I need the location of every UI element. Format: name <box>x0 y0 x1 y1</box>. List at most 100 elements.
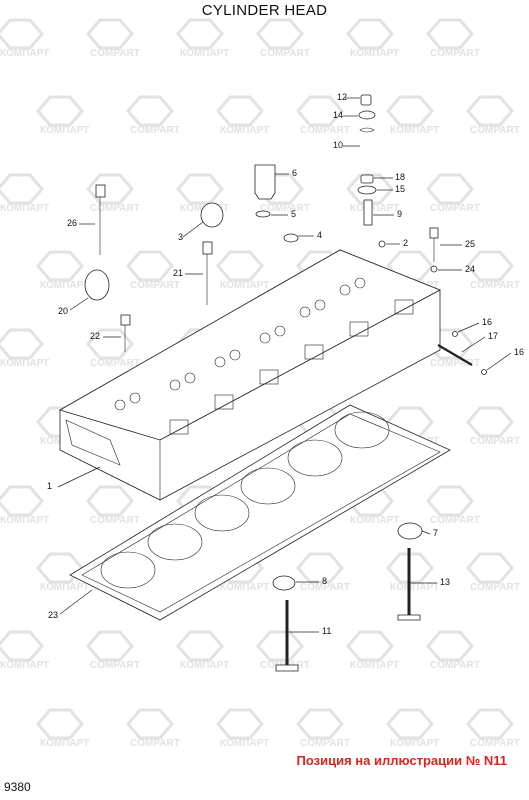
callout-leader-3 <box>182 221 204 238</box>
watermark-hexagon <box>86 485 134 517</box>
watermark-hexagon <box>216 95 264 127</box>
callout-leader-17 <box>461 336 486 353</box>
watermark-hexagon <box>346 173 394 205</box>
watermark-text: COMPART <box>430 203 480 214</box>
callout-leader-23 <box>59 589 93 615</box>
watermark-hexagon <box>426 485 474 517</box>
watermark-text: КОМПАРТ <box>390 125 439 136</box>
watermark-hexagon <box>386 708 434 740</box>
callout-label-3: 3 <box>178 232 183 242</box>
watermark-hexagon <box>0 328 44 360</box>
watermark-hexagon <box>176 18 224 50</box>
watermark-hexagon <box>0 630 44 662</box>
watermark-text: КОМПАРТ <box>220 738 269 749</box>
callout-leader-16a <box>457 322 480 333</box>
watermark-text: COMPART <box>470 125 520 136</box>
callout-leader-1 <box>57 466 101 488</box>
watermark-text: КОМПАРТ <box>220 582 269 593</box>
watermark-text: COMPART <box>90 358 140 369</box>
callout-label-6: 6 <box>292 168 297 178</box>
watermark-text: COMPART <box>470 582 520 593</box>
watermark-text: COMPART <box>430 48 480 59</box>
watermark-hexagon <box>126 708 174 740</box>
watermark-text: КОМПАРТ <box>350 203 399 214</box>
watermark-text: КОМПАРТ <box>390 582 439 593</box>
callout-label-2: 2 <box>403 238 408 248</box>
callout-label-20: 20 <box>58 306 68 316</box>
callout-leader-16b <box>486 352 512 371</box>
watermark-text: КОМПАРТ <box>220 125 269 136</box>
watermark-text: COMPART <box>260 48 310 59</box>
watermark-text: COMPART <box>300 582 350 593</box>
watermark-text: COMPART <box>90 48 140 59</box>
watermark-text: COMPART <box>300 125 350 136</box>
watermark-text: КОМПАРТ <box>0 203 49 214</box>
watermark-hexagon <box>466 95 514 127</box>
callout-label-10: 10 <box>333 140 343 150</box>
watermark-text: КОМПАРТ <box>350 48 399 59</box>
watermark-hexagon <box>126 95 174 127</box>
callout-label-17: 17 <box>488 331 498 341</box>
watermark-text: КОМПАРТ <box>0 358 49 369</box>
callout-label-4: 4 <box>317 230 322 240</box>
watermark-hexagon <box>256 18 304 50</box>
callout-label-16b: 16 <box>514 347 524 357</box>
watermark-text: COMPART <box>470 436 520 447</box>
callout-leader-7 <box>421 530 431 535</box>
watermark-text: КОМПАРТ <box>0 48 49 59</box>
watermark-hexagon <box>36 95 84 127</box>
watermark-hexagon <box>426 630 474 662</box>
illustration-caption: Позиция на иллюстрации № N11 <box>296 753 507 768</box>
valve-seats <box>114 277 366 411</box>
watermark-text: COMPART <box>470 738 520 749</box>
watermark-hexagon <box>0 173 44 205</box>
watermark-hexagon <box>86 328 134 360</box>
watermark-hexagon <box>426 18 474 50</box>
watermark-text: COMPART <box>260 203 310 214</box>
watermark-text: КОМПАРТ <box>350 515 399 526</box>
watermark-text: КОМПАРТ <box>0 660 49 671</box>
watermark-text: КОМПАРТ <box>40 582 89 593</box>
misc-parts <box>84 164 487 672</box>
watermark-hexagon <box>466 708 514 740</box>
callout-label-22: 22 <box>90 331 100 341</box>
watermark-hexagon <box>296 552 344 584</box>
watermark-hexagon <box>296 708 344 740</box>
watermark-text: КОМПАРТ <box>0 515 49 526</box>
watermark-text: COMPART <box>130 738 180 749</box>
watermark-text: КОМПАРТ <box>40 125 89 136</box>
watermark-text: КОМПАРТ <box>180 660 229 671</box>
callout-label-7: 7 <box>433 528 438 538</box>
watermark-hexagon <box>256 630 304 662</box>
watermark-hexagon <box>346 630 394 662</box>
head-gasket <box>69 404 451 621</box>
watermark-hexagon <box>86 173 134 205</box>
callout-label-23: 23 <box>48 610 58 620</box>
watermark-text: КОМПАРТ <box>350 660 399 671</box>
callout-label-25: 25 <box>465 239 475 249</box>
watermark-text: COMPART <box>90 515 140 526</box>
page-title: CYLINDER HEAD <box>201 2 328 19</box>
callout-leader-20 <box>69 297 89 311</box>
callout-label-11: 11 <box>322 626 331 636</box>
callout-label-1: 1 <box>47 481 52 491</box>
watermark-text: COMPART <box>430 358 480 369</box>
valve-spring-parts <box>357 94 377 226</box>
pockets <box>169 299 414 435</box>
watermark-hexagon <box>466 406 514 438</box>
watermark-hexagon <box>296 95 344 127</box>
callout-label-26: 26 <box>67 218 77 228</box>
watermark-hexagon <box>86 18 134 50</box>
watermark-hexagon <box>426 173 474 205</box>
callout-label-16a: 16 <box>482 317 492 327</box>
watermark-text: COMPART <box>470 280 520 291</box>
callout-label-21: 21 <box>173 268 183 278</box>
watermark-hexagon <box>0 485 44 517</box>
callout-label-18: 18 <box>395 172 405 182</box>
watermark-hexagon <box>86 630 134 662</box>
callout-label-9: 9 <box>397 209 402 219</box>
watermark-hexagon <box>176 630 224 662</box>
watermark-text: COMPART <box>90 660 140 671</box>
callout-label-15: 15 <box>395 184 405 194</box>
